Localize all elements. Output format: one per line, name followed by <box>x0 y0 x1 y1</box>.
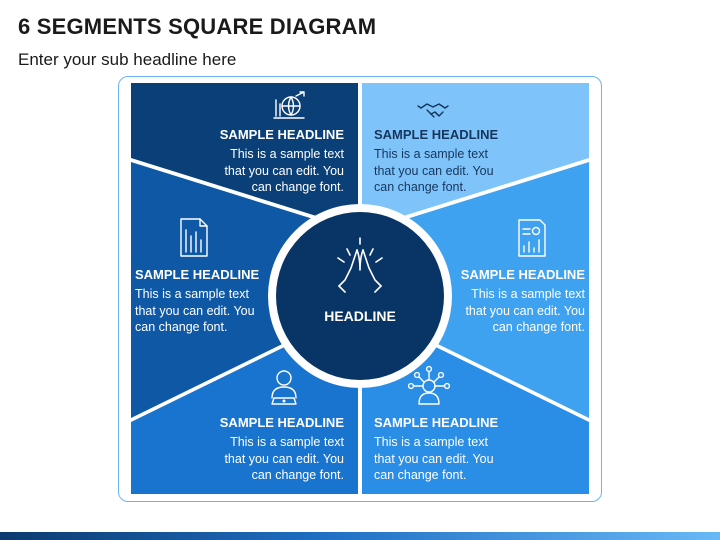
segment-body-line: can change font. <box>251 180 344 194</box>
segment-headline: SAMPLE HEADLINE <box>219 127 344 142</box>
segment-body: This is a sample text that you can edit.… <box>164 434 344 484</box>
report-chart-icon <box>518 219 546 257</box>
segment-body-line: This is a sample text <box>135 287 249 301</box>
globe-chart-icon <box>273 91 305 119</box>
segment-body: This is a sample text that you can edit.… <box>405 286 585 336</box>
slide-title: 6 SEGMENTS SQUARE DIAGRAM <box>18 14 377 39</box>
segment-headline: SAMPLE HEADLINE <box>460 267 585 282</box>
segment-body-line: This is a sample text <box>374 147 488 161</box>
segment-headline: SAMPLE HEADLINE <box>219 415 344 430</box>
segment-text-top-right: SAMPLE HEADLINE This is a sample text th… <box>374 127 554 196</box>
center-headline: HEADLINE <box>324 308 396 324</box>
segment-headline: SAMPLE HEADLINE <box>135 267 260 282</box>
slide-subtitle: Enter your sub headline here <box>18 50 237 69</box>
bottom-accent-bar <box>0 532 720 540</box>
segment-headline: SAMPLE HEADLINE <box>374 127 499 142</box>
person-laptop-icon <box>271 370 297 405</box>
segment-body-line: can change font. <box>374 180 467 194</box>
segment-body-line: can change font. <box>251 468 344 482</box>
segment-body-line: This is a sample text <box>230 147 344 161</box>
person-network-icon <box>407 365 451 405</box>
segment-top-right <box>362 83 589 229</box>
segment-body: This is a sample text that you can edit.… <box>374 434 554 484</box>
segment-body-line: can change font. <box>492 320 585 334</box>
segment-top-left <box>131 83 358 229</box>
praying-hands-icon <box>337 237 383 293</box>
segment-body: This is a sample text that you can edit.… <box>164 146 344 196</box>
segment-text-middle-right: SAMPLE HEADLINE This is a sample text th… <box>405 267 585 336</box>
segment-body-line: can change font. <box>374 468 467 482</box>
segment-body-line: This is a sample text <box>230 435 344 449</box>
segment-body: This is a sample text that you can edit.… <box>374 146 554 196</box>
segment-body-line: that you can edit. You <box>224 451 344 466</box>
segment-body-line: that you can edit. You <box>224 163 344 178</box>
segment-body-line: that you can edit. You <box>135 303 255 318</box>
segment-body-line: can change font. <box>135 320 228 334</box>
segment-body-line: This is a sample text <box>374 435 488 449</box>
segment-text-bottom-right: SAMPLE HEADLINE This is a sample text th… <box>374 415 554 484</box>
segment-text-middle-left: SAMPLE HEADLINE This is a sample text th… <box>135 267 315 336</box>
segment-text-bottom-left: SAMPLE HEADLINE This is a sample text th… <box>164 415 344 484</box>
diagram-frame <box>118 76 602 502</box>
segment-body: This is a sample text that you can edit.… <box>135 286 315 336</box>
center-circle <box>276 212 444 380</box>
handshake-icon <box>417 103 449 118</box>
segment-body-line: This is a sample text <box>471 287 585 301</box>
segment-text-top-left: SAMPLE HEADLINE This is a sample text th… <box>164 127 344 196</box>
segment-headline: SAMPLE HEADLINE <box>374 415 499 430</box>
segment-body-line: that you can edit. You <box>374 163 494 178</box>
segment-body-line: that you can edit. You <box>374 451 494 466</box>
document-report-icon <box>180 218 208 257</box>
segment-body-line: that you can edit. You <box>465 303 585 318</box>
